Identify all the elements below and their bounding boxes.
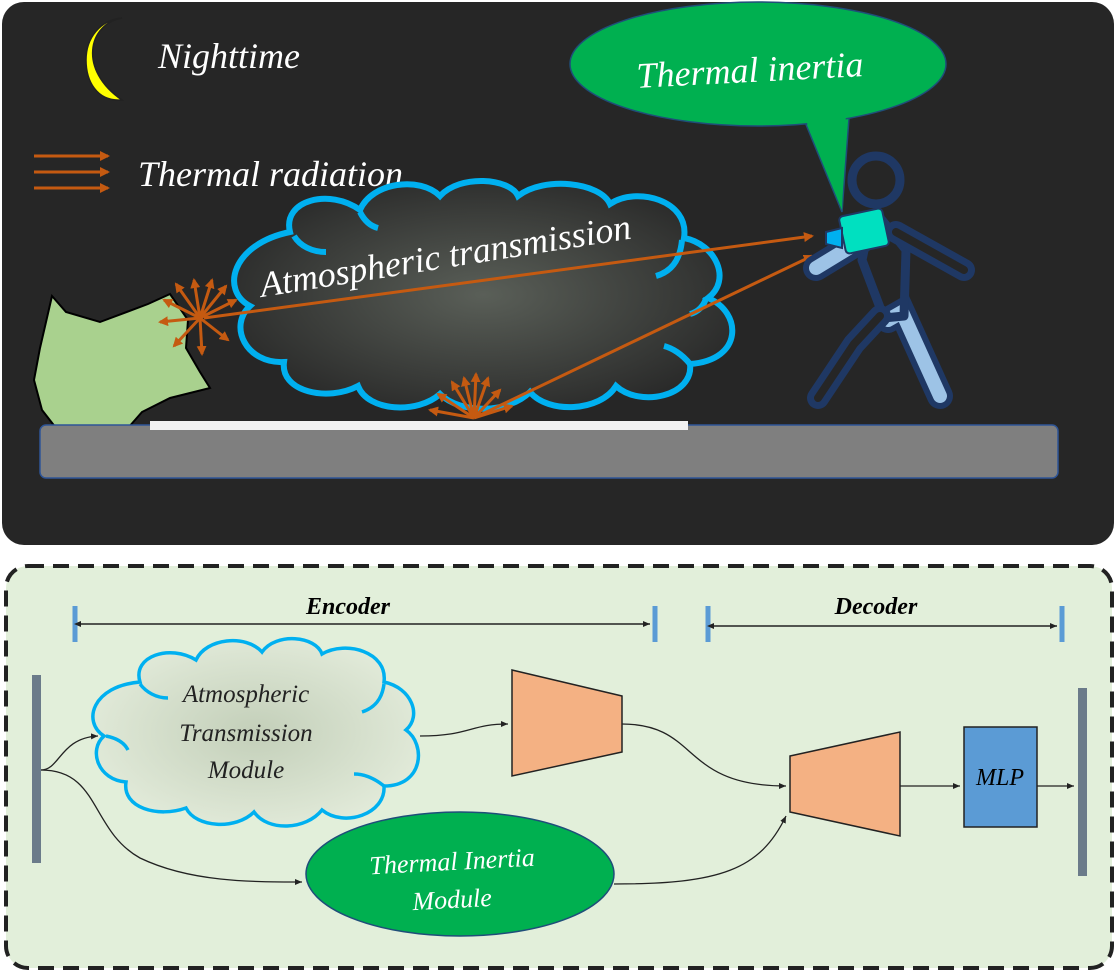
decoder-label: Decoder	[834, 594, 918, 620]
encoder-label: Encoder	[305, 594, 391, 620]
thermal-radiation-arrows-icon	[34, 151, 110, 193]
mlp-label: MLP	[975, 765, 1024, 791]
ti-module-line-2: Module	[411, 883, 493, 916]
mlp-box	[963, 726, 1038, 828]
connector-input-to-atm	[40, 733, 99, 771]
camera-icon	[838, 207, 890, 255]
nighttime-label: Nighttime	[157, 36, 300, 76]
atm-module-line-1: Atmospheric	[181, 681, 309, 708]
ground	[39, 424, 1059, 479]
atmospheric-transmission-module: Atmospheric Transmission Module	[91, 637, 421, 828]
radiation-burst-bush	[158, 278, 238, 356]
moon-icon	[85, 17, 125, 101]
atmosphere-cloud	[231, 178, 736, 412]
thermal-inertia-module: Thermal Inertia Module	[305, 811, 615, 937]
transmission-arrow-lower	[477, 254, 814, 418]
thermal-inertia-bubble: Thermal inertia	[569, 1, 947, 213]
input-bar	[32, 675, 41, 863]
atm-module-line-2: Transmission	[179, 720, 312, 747]
scene-panel: Nighttime Thermal radiation Thermal iner…	[2, 1, 1114, 545]
decoder-trapezoid	[789, 731, 901, 837]
connector-atm-to-encoder	[419, 721, 509, 737]
output-bar	[1078, 688, 1087, 876]
transmission-arrow-upper	[203, 232, 814, 320]
encoder-trapezoid	[511, 669, 623, 777]
road-stripe	[150, 421, 688, 430]
person-icon	[803, 151, 975, 409]
atm-module-line-3: Module	[207, 757, 284, 784]
thermal-radiation-label: Thermal radiation	[138, 154, 403, 194]
connector-input-to-ti	[40, 769, 303, 885]
connector-encoder-to-decoder	[621, 723, 787, 789]
connector-ti-to-decoder	[613, 815, 787, 885]
architecture-panel: Encoder Decoder Atmospheric Transmission…	[4, 564, 1114, 970]
flow-connectors	[40, 721, 1074, 885]
bush-shape	[32, 292, 212, 430]
